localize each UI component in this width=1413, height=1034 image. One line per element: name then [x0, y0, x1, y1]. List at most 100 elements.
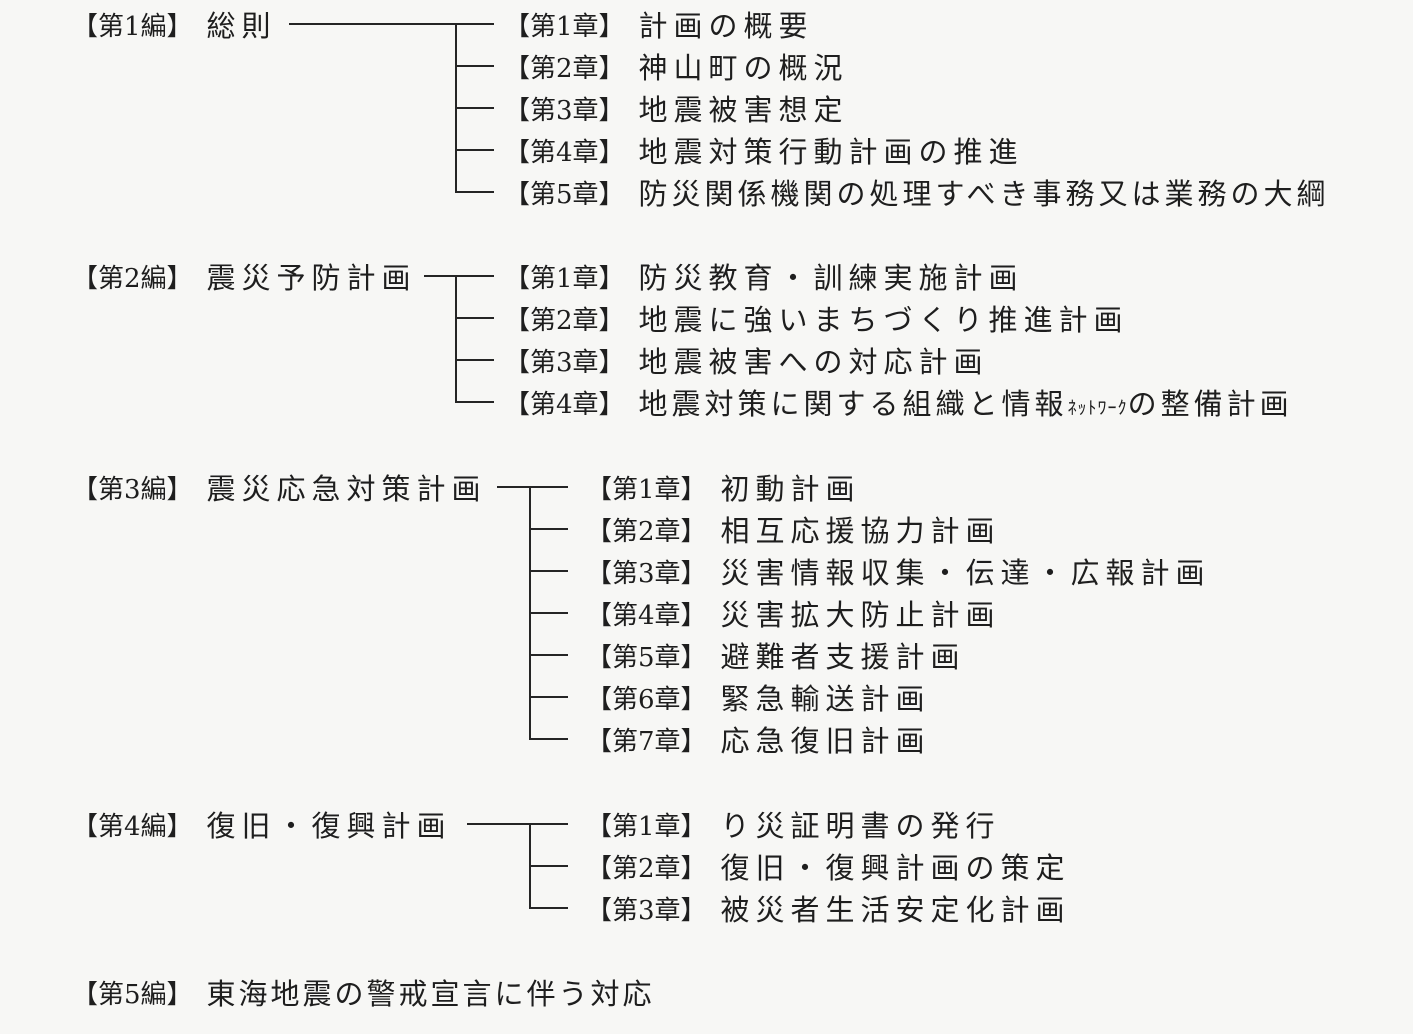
chapter-label: 【第3章】: [504, 95, 625, 126]
part-3-chapter-5-connector: [529, 654, 568, 656]
part-4-chapter-3-connector: [529, 907, 568, 909]
part-3-chapter-4-connector: [529, 612, 568, 614]
chapter-title: 災害情報収集・伝達・広報計画: [720, 556, 1211, 590]
chapter-label: 【第5章】: [586, 642, 707, 673]
chapter-title: 被災者生活安定化計画: [720, 893, 1071, 927]
part-3-chapter-7: 【第7章】 応急復旧計画: [586, 719, 931, 759]
part-3-label: 【第3編】: [72, 474, 193, 505]
chapter-label: 【第2章】: [586, 853, 707, 884]
part-3-chapter-5: 【第5章】 避難者支援計画: [586, 635, 966, 675]
part-3-chapter-6: 【第6章】 緊急輸送計画: [586, 677, 931, 717]
chapter-label: 【第3章】: [504, 347, 625, 378]
part-2-chapter-1: 【第1章】 防災教育・訓練実施計画: [504, 256, 1024, 296]
chapter-title: 地震対策行動計画の推進: [638, 135, 1024, 169]
chapter-title: 地震対策に関する組織と情報ﾈｯﾄﾜｰｸの整備計画: [639, 381, 1293, 423]
chapter-title: 地震被害想定: [638, 93, 849, 127]
chapter-title: 初動計画: [720, 472, 861, 506]
part-2-chapter-2-connector: [455, 317, 494, 319]
chapter-title-part-a: 地震対策に関する組織と情報: [638, 387, 1068, 421]
chapter-title: 地震被害への対応計画: [638, 345, 989, 379]
chapter-label: 【第7章】: [586, 726, 707, 757]
part-2-chapter-4-connector: [455, 401, 494, 403]
chapter-title: り災証明書の発行: [720, 809, 1001, 843]
part-4-chapter-1: 【第1章】 り災証明書の発行: [586, 804, 1001, 844]
chapter-label: 【第6章】: [586, 684, 707, 715]
chapter-title: 避難者支援計画: [720, 640, 966, 674]
chapter-title: 計画の概要: [638, 9, 814, 43]
chapter-title: 防災関係機関の処理すべき事務又は業務の大綱: [638, 177, 1330, 211]
part-1-chapter-4: 【第4章】 地震対策行動計画の推進: [504, 130, 1024, 170]
part-2-chapter-1-connector: [455, 275, 494, 277]
part-5-heading: 【第5編】 東海地震の警戒宣言に伴う対応: [72, 972, 655, 1012]
part-3-chapter-3-connector: [529, 570, 568, 572]
part-1-chapter-5-connector: [455, 191, 494, 193]
chapter-title: 神山町の概況: [638, 51, 849, 85]
chapter-title-part-c: の整備計画: [1127, 387, 1293, 421]
chapter-title: 地震に強いまちづくり推進計画: [638, 303, 1129, 337]
part-4-chapter-3: 【第3章】 被災者生活安定化計画: [586, 888, 1071, 928]
part-1-chapter-2-connector: [455, 65, 494, 67]
part-3-heading: 【第3編】 震災応急対策計画: [72, 467, 487, 507]
part-2-heading: 【第2編】 震災予防計画: [72, 256, 417, 296]
chapter-title: 災害拡大防止計画: [720, 598, 1001, 632]
part-3-chapter-1-connector: [529, 486, 568, 488]
part-4-connector: [467, 823, 529, 825]
part-3-chapter-4: 【第4章】 災害拡大防止計画: [586, 593, 1001, 633]
part-3-chapter-2: 【第2章】 相互応援協力計画: [586, 509, 1001, 549]
part-3-chapter-7-connector: [529, 738, 568, 740]
chapter-label: 【第1章】: [586, 811, 707, 842]
chapter-label: 【第3章】: [586, 558, 707, 589]
part-4-heading: 【第4編】 復旧・復興計画: [72, 804, 452, 844]
part-5-title: 東海地震の警戒宣言に伴う対応: [206, 977, 655, 1011]
part-1-label: 【第1編】: [72, 11, 193, 42]
part-2-chapter-4: 【第4章】 地震対策に関する組織と情報ﾈｯﾄﾜｰｸの整備計画: [504, 382, 1293, 422]
part-4-chapter-1-connector: [529, 823, 568, 825]
part-2-chapter-3-connector: [455, 359, 494, 361]
part-3-chapter-2-connector: [529, 528, 568, 530]
part-1-chapter-4-connector: [455, 149, 494, 151]
part-3-connector: [497, 486, 529, 488]
chapter-label: 【第1章】: [504, 263, 625, 294]
chapter-label: 【第4章】: [504, 389, 625, 420]
part-5-label: 【第5編】: [72, 979, 193, 1010]
part-3-chapter-6-connector: [529, 696, 568, 698]
part-1-chapter-5: 【第5章】 防災関係機関の処理すべき事務又は業務の大綱: [504, 172, 1330, 212]
chapter-label: 【第3章】: [586, 895, 707, 926]
part-1-chapter-3: 【第3章】 地震被害想定: [504, 88, 849, 128]
part-1-heading: 【第1編】 総則: [72, 4, 277, 44]
chapter-label: 【第1章】: [504, 11, 625, 42]
part-2-title: 震災予防計画: [206, 261, 417, 295]
chapter-label: 【第1章】: [586, 474, 707, 505]
part-1-chapter-1: 【第1章】 計画の概要: [504, 4, 814, 44]
chapter-title: 復旧・復興計画の策定: [720, 851, 1071, 885]
part-1-chapter-2: 【第2章】 神山町の概況: [504, 46, 849, 86]
part-2-label: 【第2編】: [72, 263, 193, 294]
chapter-label: 【第5章】: [504, 179, 625, 210]
chapter-title: 防災教育・訓練実施計画: [638, 261, 1024, 295]
part-1-chapter-1-connector: [455, 23, 494, 25]
part-1-title: 総則: [206, 9, 277, 43]
chapter-title: 緊急輸送計画: [720, 682, 931, 716]
part-2-connector: [424, 275, 455, 277]
part-4-chapter-2: 【第2章】 復旧・復興計画の策定: [586, 846, 1071, 886]
part-1-chapter-3-connector: [455, 107, 494, 109]
part-3-chapter-3: 【第3章】 災害情報収集・伝達・広報計画: [586, 551, 1211, 591]
part-2-chapter-2: 【第2章】 地震に強いまちづくり推進計画: [504, 298, 1129, 338]
part-1-connector: [289, 23, 455, 25]
chapter-label: 【第4章】: [504, 137, 625, 168]
part-4-title: 復旧・復興計画: [206, 809, 452, 843]
part-2-chapter-3: 【第3章】 地震被害への対応計画: [504, 340, 989, 380]
part-3-chapter-1: 【第1章】 初動計画: [586, 467, 861, 507]
chapter-title: 相互応援協力計画: [720, 514, 1001, 548]
chapter-label: 【第2章】: [504, 53, 625, 84]
chapter-title: 応急復旧計画: [720, 724, 931, 758]
chapter-title-part-b: ﾈｯﾄﾜｰｸ: [1067, 398, 1128, 419]
part-3-title: 震災応急対策計画: [206, 472, 487, 506]
part-2-branch-line: [455, 275, 457, 402]
part-4-label: 【第4編】: [72, 811, 193, 842]
chapter-label: 【第2章】: [504, 305, 625, 336]
chapter-label: 【第4章】: [586, 600, 707, 631]
part-4-chapter-2-connector: [529, 865, 568, 867]
chapter-label: 【第2章】: [586, 516, 707, 547]
